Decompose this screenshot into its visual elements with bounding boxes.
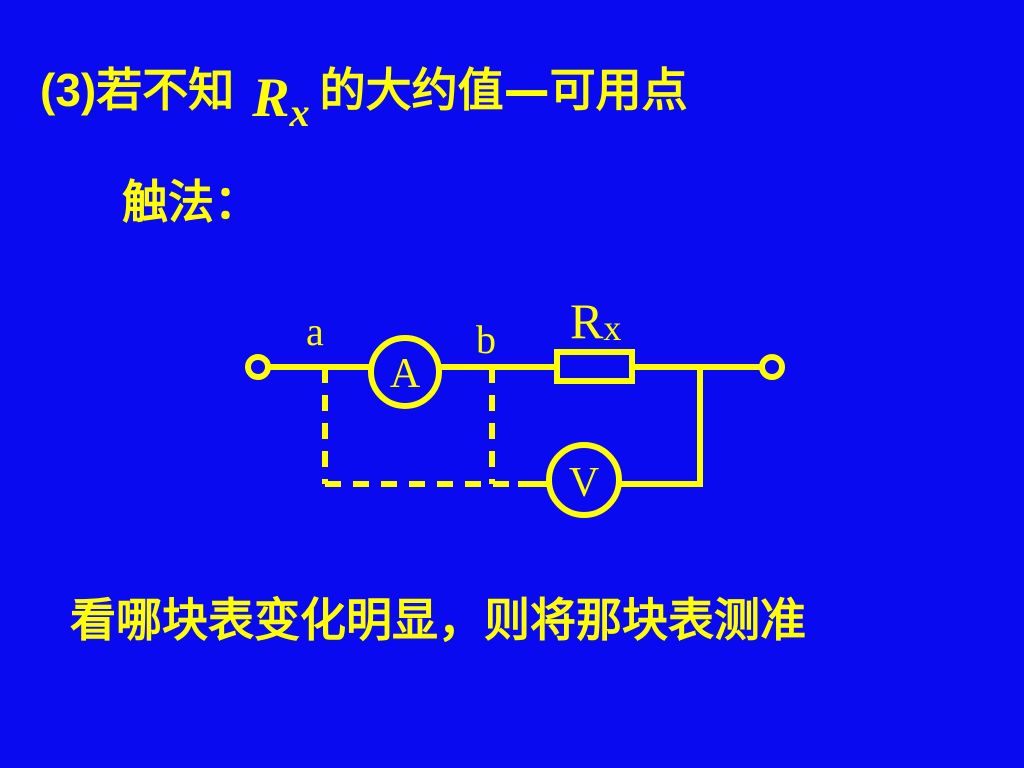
wire-voltmeter-right bbox=[619, 367, 703, 487]
ammeter-label: A bbox=[390, 351, 421, 397]
point-b-label: b bbox=[476, 317, 496, 362]
right-terminal bbox=[759, 354, 785, 380]
conclusion-text: 看哪块表变化明显，则将那块表测准 bbox=[70, 593, 806, 647]
rx-symbol: Rx bbox=[252, 67, 310, 135]
voltmeter-label: V bbox=[569, 460, 599, 506]
title-continuation: 触法： bbox=[122, 175, 260, 229]
item-number: (3) bbox=[40, 64, 97, 116]
voltmeter bbox=[546, 442, 622, 518]
resistor bbox=[554, 349, 635, 384]
resistor-label: Rx bbox=[570, 293, 621, 349]
title-text-before: 若不知 bbox=[96, 63, 235, 117]
left-terminal bbox=[245, 354, 271, 380]
title-text-after: 的大约值—可用点 bbox=[319, 63, 688, 117]
point-a-label: a bbox=[306, 309, 324, 354]
ammeter bbox=[368, 335, 442, 409]
